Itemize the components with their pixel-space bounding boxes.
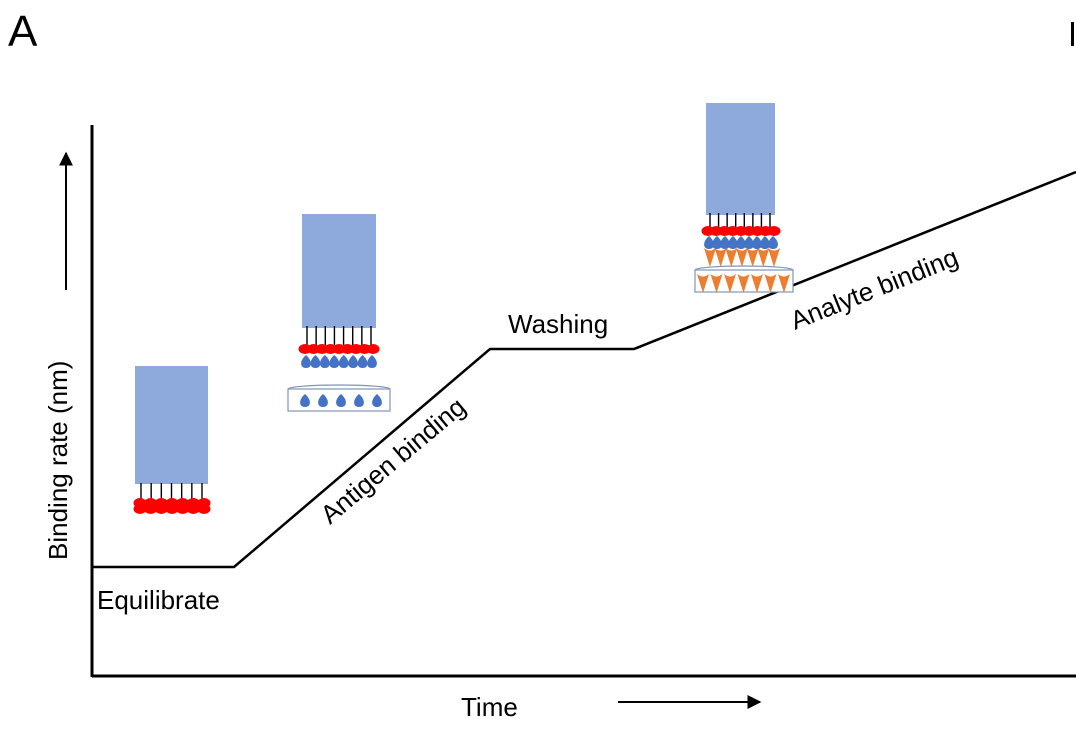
analyte-cone: [704, 248, 716, 267]
phase-label-analyte-binding: Analyte binding: [786, 242, 962, 336]
ligand: [197, 504, 211, 514]
biosensor-tip-icon: [302, 214, 376, 328]
analyte-cone: [737, 274, 750, 293]
analyte-cone: [764, 274, 777, 293]
analyte-layer: [704, 248, 780, 267]
phase-label-equilibrate: Equilibrate: [97, 585, 220, 615]
biosensor-tip-icon: [706, 103, 775, 215]
cropped-letter-edge: [1071, 22, 1074, 46]
sensor-antigen-binding: [287, 214, 391, 412]
drop: [348, 355, 359, 368]
analyte-cone: [757, 248, 770, 267]
drop: [319, 355, 330, 368]
analyte-drops: [697, 274, 790, 293]
drop: [336, 394, 346, 407]
analyte-cone: [725, 248, 738, 267]
ligand-layer: [133, 498, 211, 514]
drop: [712, 236, 722, 249]
ligand-layer: [298, 344, 380, 354]
drop: [300, 394, 310, 407]
ligand-linkers: [306, 326, 372, 345]
biosensor-tip-icon: [135, 366, 208, 484]
drop: [329, 355, 340, 368]
analyte-cone: [736, 248, 748, 267]
analyte-cone: [697, 274, 709, 293]
panel-letter: A: [8, 7, 38, 56]
ligand: [144, 504, 158, 514]
drop: [704, 236, 714, 249]
y-axis-label: Binding rate (nm): [43, 361, 73, 560]
sensorgram-curve: [92, 170, 1076, 569]
drop: [310, 355, 321, 368]
drop: [338, 355, 349, 368]
analyte-cone: [778, 274, 790, 293]
drop: [720, 236, 730, 249]
analyte-cone: [710, 274, 723, 293]
ligand-linkers: [140, 483, 203, 500]
analyte-cone: [768, 248, 780, 267]
drop: [768, 236, 778, 249]
drop: [367, 355, 377, 368]
antigen-layer: [301, 355, 377, 368]
phase-label-washing: Washing: [508, 309, 608, 339]
sample-well-icon: [287, 384, 391, 412]
axes: [90, 125, 1076, 678]
drop: [301, 355, 311, 368]
x-axis-label: Time: [461, 692, 518, 722]
sensor-analyte-binding: [694, 103, 794, 293]
ligand: [176, 504, 190, 514]
analyte-cone: [746, 248, 759, 267]
ligand: [366, 344, 380, 354]
ligand: [165, 504, 179, 514]
analyte-cone: [714, 248, 727, 267]
analyte-cone: [751, 274, 763, 293]
drop: [354, 394, 364, 407]
sample-well-icon: [694, 265, 794, 293]
drop: [760, 236, 770, 249]
sensor-equilibrate: [133, 366, 211, 514]
drop: [744, 236, 754, 249]
drop: [357, 355, 368, 368]
phase-label-antigen-binding: Antigen binding: [315, 391, 472, 529]
antigen-drops: [300, 394, 382, 407]
drop: [372, 394, 382, 407]
ligand: [133, 504, 147, 514]
ligand: [154, 504, 168, 514]
ligand: [767, 226, 781, 236]
drop: [318, 394, 328, 407]
drop: [752, 236, 762, 249]
drop: [736, 236, 746, 249]
drop: [728, 236, 738, 249]
antigen-layer: [704, 236, 778, 249]
analyte-cone: [724, 274, 736, 293]
ligand-layer: [701, 226, 781, 236]
ligand: [186, 504, 200, 514]
